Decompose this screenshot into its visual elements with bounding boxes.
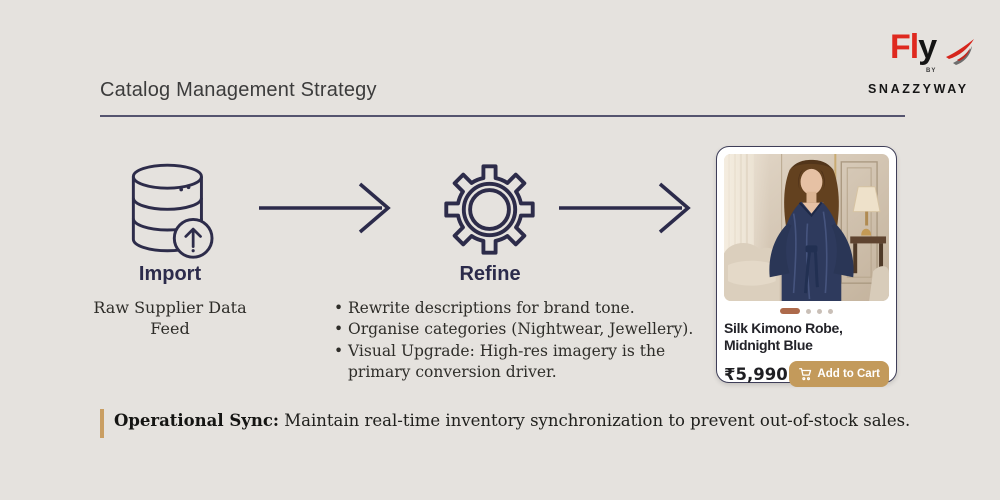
carousel-dot-active[interactable] (780, 308, 800, 314)
add-to-cart-label: Add to Cart (817, 368, 880, 381)
refine-bullet-1: Rewrite descriptions for brand tone. (333, 298, 711, 320)
product-price: ₹5,990 (724, 364, 788, 384)
brand-logo: Fly BY SNAZZYWAY (868, 28, 974, 96)
refine-bullet-3: Visual Upgrade: High-res imagery is the … (333, 341, 711, 384)
wing-swoosh-icon (946, 39, 974, 65)
logo-wordmark: Fly BY (890, 28, 974, 74)
arrow-right-icon (559, 182, 691, 234)
product-photo (724, 154, 889, 301)
logo-by-label: BY (926, 68, 937, 74)
lamp (850, 186, 887, 274)
cart-icon (799, 368, 812, 381)
page-title: Catalog Management Strategy (100, 79, 377, 101)
step-import-description: Raw Supplier Data Feed (93, 298, 247, 339)
logo-letters-red: Fl (890, 28, 919, 66)
note-text: Maintain real-time inventory synchroniza… (279, 411, 911, 430)
refine-bullet-2: Organise categories (Nightwear, Jeweller… (333, 319, 711, 341)
note-accent-bar (100, 409, 104, 438)
title-underline (100, 115, 905, 117)
operational-sync-note: Operational Sync: Maintain real-time inv… (114, 411, 914, 430)
note-label: Operational Sync: (114, 411, 280, 430)
refine-bullet-list: Rewrite descriptions for brand tone. Org… (333, 298, 711, 384)
armchair (724, 243, 780, 301)
product-title: Silk Kimono Robe, Midnight Blue (724, 320, 843, 354)
carousel-dot[interactable] (806, 308, 811, 314)
add-to-cart-button[interactable]: Add to Cart (789, 361, 889, 388)
gear-icon (444, 164, 535, 255)
step-import-label: Import (138, 263, 202, 285)
database-upload-icon (131, 163, 214, 259)
arrow-right-icon (259, 182, 391, 234)
carousel-dots (724, 308, 889, 314)
logo-brand-name: SNAZZYWAY (868, 82, 969, 96)
logo-letter-black: y (918, 28, 937, 66)
carousel-dot[interactable] (828, 308, 833, 314)
model-figure (769, 159, 854, 301)
product-card: Silk Kimono Robe, Midnight Blue ₹5,990 A… (716, 146, 897, 388)
step-refine-label: Refine (459, 263, 521, 285)
carousel-dot[interactable] (817, 308, 822, 314)
